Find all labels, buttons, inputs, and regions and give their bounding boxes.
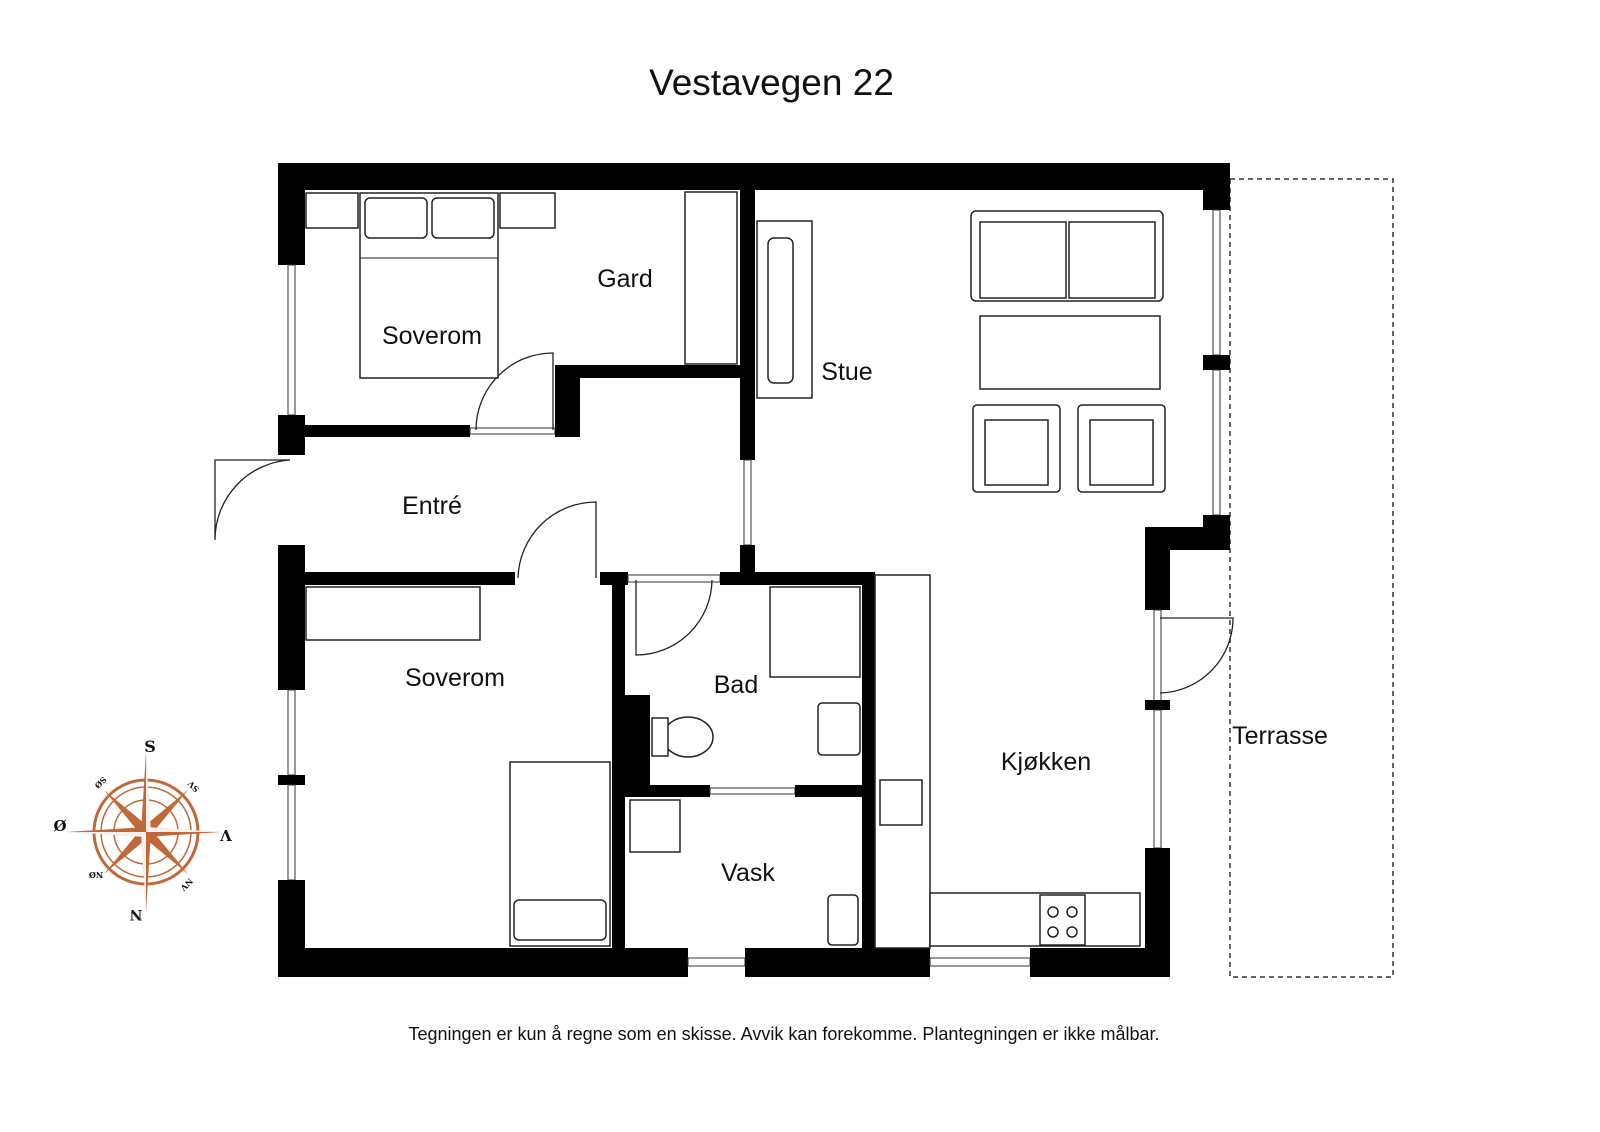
disclaimer: Tegningen er kun å regne som en skisse. …	[408, 1024, 1160, 1044]
stove	[1039, 894, 1086, 946]
compass-west: V	[220, 826, 233, 844]
room-label-kjokken: Kjøkken	[1001, 748, 1091, 776]
compass-northeast: NØ	[89, 870, 103, 880]
compass-south: S	[144, 737, 156, 756]
kitchen-counter	[874, 574, 931, 949]
room-label-soverom-1: Soverom	[382, 322, 482, 350]
room-label-terrasse: Terrasse	[1232, 722, 1328, 750]
room-label-bad: Bad	[714, 671, 758, 699]
sink	[817, 702, 861, 756]
kitchen-sink	[879, 779, 923, 826]
wardrobe	[684, 191, 738, 365]
room-labels: Soverom Gard Stue Entré Soverom Bad Vask…	[382, 265, 1328, 887]
shower	[769, 586, 861, 678]
doors	[214, 352, 1234, 694]
compass-northwest: NV	[178, 876, 195, 893]
room-label-entre: Entré	[402, 492, 462, 520]
furniture	[305, 191, 1166, 949]
compass-southwest: SV	[185, 778, 201, 794]
room-label-vask: Vask	[721, 859, 775, 887]
washing-machine	[629, 799, 681, 853]
compass-north: N	[129, 906, 142, 922]
room-label-stue: Stue	[821, 358, 872, 386]
walls	[278, 163, 1230, 977]
compass-east: Ø	[53, 817, 66, 835]
toilet	[662, 716, 714, 758]
room-label-gard: Gard	[597, 265, 653, 293]
desk	[305, 586, 481, 641]
compass-rose: S N Ø V SØ SV NØ NV	[53, 737, 232, 922]
terrace-outline	[1229, 178, 1394, 978]
coffee-table	[979, 315, 1161, 390]
compass-southeast: SØ	[93, 775, 109, 791]
plan-title: Vestavegen 22	[649, 62, 894, 103]
room-label-soverom-2: Soverom	[405, 664, 505, 692]
water-heater	[827, 894, 859, 946]
